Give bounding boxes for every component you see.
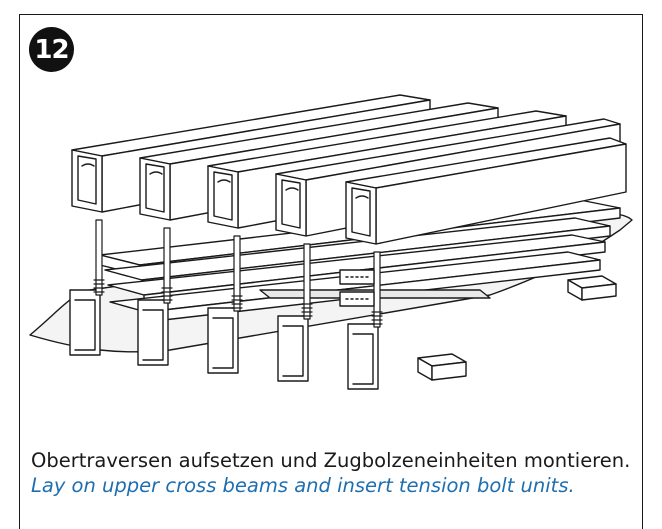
step-number: 12 <box>34 34 69 65</box>
tension-bolt <box>371 251 383 328</box>
connector-plates <box>339 269 375 307</box>
tension-bolts <box>93 219 383 328</box>
tension-bolt <box>93 219 105 296</box>
upper-cross-beams <box>71 94 627 245</box>
tension-bolt <box>301 243 313 320</box>
lower-cross-beams <box>69 289 379 390</box>
tension-bolt <box>161 227 173 304</box>
caption-english: Lay on upper cross beams and insert tens… <box>31 474 575 497</box>
assembly-illustration <box>29 94 633 390</box>
support-block-right <box>567 275 617 301</box>
caption-german: Obertraversen aufsetzen und Zugbolzenein… <box>31 449 631 472</box>
tension-bolt <box>231 235 243 312</box>
support-block-front <box>417 353 467 381</box>
upper-cross-beam <box>345 137 627 245</box>
step-number-badge: 12 <box>29 27 74 72</box>
step-caption: Obertraversen aufsetzen und Zugbolzenein… <box>31 448 631 498</box>
